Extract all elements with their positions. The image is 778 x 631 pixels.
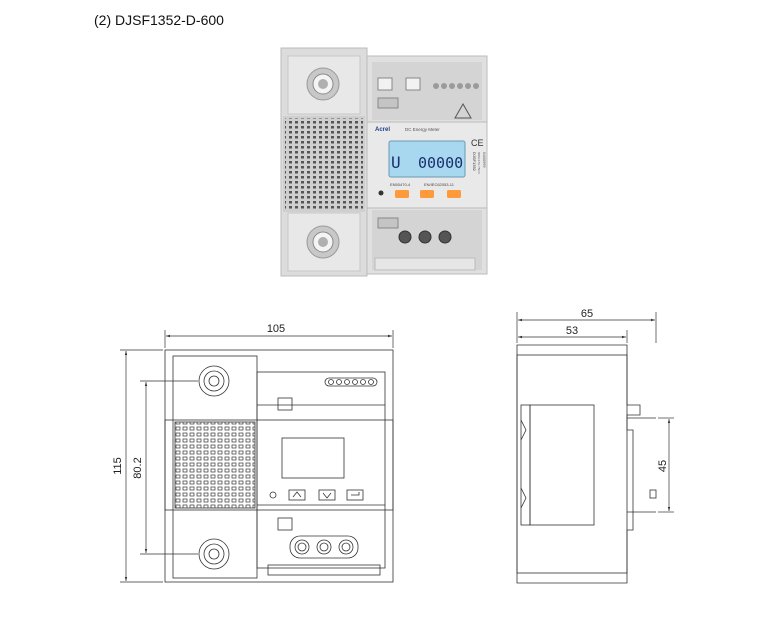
side-outline (516, 344, 641, 584)
lcd-value: 00000 (418, 154, 463, 172)
ce-mark-icon: CE (471, 138, 484, 148)
page-heading: (2) DJSF1352-D-600 (94, 12, 224, 28)
enter-button[interactable] (447, 190, 461, 198)
meter-photo: Acrel DC Energy Meter U 00000 EN50470-4 … (280, 47, 488, 277)
standard-1: EN50470-4 (390, 182, 411, 187)
down-button[interactable] (420, 190, 434, 198)
up-button[interactable] (395, 190, 409, 198)
dim-depth-total: 65 (581, 308, 593, 320)
dim-depth-front: 53 (566, 325, 578, 337)
lcd-left-symbol: U (391, 153, 401, 172)
bottom-terminal-3 (438, 230, 452, 244)
side-shunt-block (529, 404, 595, 526)
front-vents (174, 421, 256, 509)
product-label: DC Energy Meter (405, 127, 440, 132)
shunt-vents (285, 118, 363, 210)
bottom-terminal-1 (398, 230, 412, 244)
front-dimensions (120, 330, 394, 583)
front-top-bolt-icon (198, 365, 230, 397)
lcd-display (388, 140, 466, 178)
warning-icon (454, 102, 472, 119)
front-down-button-icon (318, 489, 336, 501)
side-model-code: DJSF1352 (472, 152, 477, 172)
side-view-drawing (516, 344, 657, 584)
rj-port-1 (377, 77, 393, 91)
side-dimensions (516, 312, 674, 513)
dim-terminal-pitch: 80.2 (132, 457, 144, 478)
front-led (269, 491, 277, 499)
front-lcd-outline (281, 437, 345, 479)
front-up-button-icon (288, 489, 306, 501)
side-rating: 600A 0.5s 75mV (477, 152, 481, 174)
dim-width-total: 105 (267, 323, 285, 335)
dim-rail: 45 (657, 460, 669, 472)
front-bottom-bolt-icon (198, 538, 230, 570)
front-enter-button-icon (346, 489, 364, 501)
top-terminal-strip (433, 83, 479, 89)
status-led (378, 190, 384, 196)
side-serial: 01000999 (482, 152, 486, 168)
rj-port-2 (405, 77, 421, 91)
standard-2: EN/IEC62053-11 (424, 182, 455, 187)
dim-height-total: 115 (112, 457, 124, 475)
bottom-terminal-2 (418, 230, 432, 244)
brand-label: Acrel (375, 127, 390, 133)
front-view-drawing (164, 349, 394, 583)
